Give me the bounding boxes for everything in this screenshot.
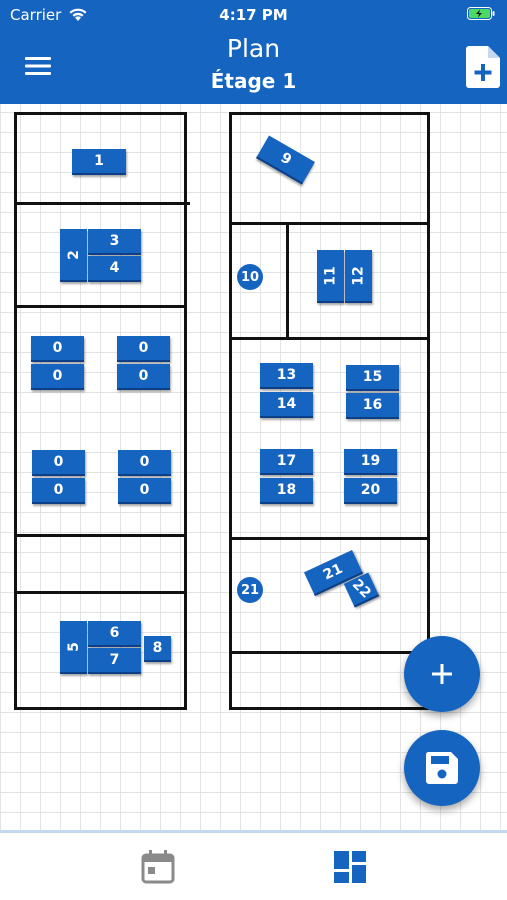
wall: [184, 112, 187, 710]
carrier-label: Carrier: [10, 6, 62, 24]
wall: [14, 202, 190, 205]
wall: [229, 222, 430, 225]
desk-16[interactable]: 16: [346, 393, 399, 419]
desk-label: 11: [322, 265, 339, 286]
desk-2[interactable]: 2: [60, 229, 87, 282]
wall: [14, 591, 187, 594]
desk-0[interactable]: 0: [118, 478, 171, 504]
desk-0[interactable]: 0: [32, 478, 85, 504]
desk-9[interactable]: 9: [256, 135, 315, 185]
save-button[interactable]: [404, 730, 480, 806]
desk-10[interactable]: 10: [237, 264, 263, 290]
desk-19[interactable]: 19: [344, 449, 397, 475]
desk-label: 22: [348, 576, 374, 602]
desk-6[interactable]: 6: [88, 621, 141, 647]
desk-0[interactable]: 0: [117, 336, 170, 362]
desk-17[interactable]: 17: [260, 449, 313, 475]
desk-4[interactable]: 4: [88, 256, 141, 282]
wall: [14, 112, 17, 710]
desk-15[interactable]: 15: [346, 365, 399, 391]
add-document-icon[interactable]: [466, 46, 500, 88]
desk-3[interactable]: 3: [88, 229, 141, 255]
desk-0[interactable]: 0: [118, 450, 171, 476]
wall: [14, 707, 187, 710]
wall: [14, 534, 187, 537]
calendar-icon[interactable]: [140, 849, 176, 885]
wall: [286, 222, 289, 339]
add-button[interactable]: [404, 636, 480, 712]
hamburger-icon[interactable]: [24, 54, 52, 78]
wall: [229, 707, 430, 710]
desk-8[interactable]: 8: [144, 636, 171, 662]
wifi-icon: [69, 8, 87, 21]
page-subtitle: Étage 1: [210, 69, 297, 93]
desk-20[interactable]: 20: [344, 478, 397, 504]
page-title: Plan: [226, 34, 281, 63]
status-bar: Carrier 4:17 PM: [0, 0, 507, 30]
plus-icon: [432, 664, 452, 684]
desk-18[interactable]: 18: [260, 478, 313, 504]
desk-11[interactable]: 11: [317, 250, 344, 303]
desk-5[interactable]: 5: [60, 621, 87, 674]
save-icon: [425, 752, 458, 784]
desk-1[interactable]: 1: [72, 149, 126, 175]
wall: [427, 112, 430, 710]
desk-0[interactable]: 0: [31, 336, 84, 362]
battery-charging-icon: [467, 7, 495, 20]
wall: [14, 305, 187, 308]
wall: [229, 537, 430, 540]
dashboard-icon[interactable]: [332, 849, 368, 885]
desk-0[interactable]: 0: [32, 450, 85, 476]
desk-label: 12: [350, 265, 367, 286]
desk-0[interactable]: 0: [117, 364, 170, 390]
app-bar: Carrier 4:17 PM Plan Étage 1: [0, 0, 507, 104]
desk-12[interactable]: 12: [345, 250, 372, 303]
wall: [229, 337, 430, 340]
desk-0[interactable]: 0: [31, 364, 84, 390]
floor-plan-canvas[interactable]: 1 2 3 4 0 0 0 0 0 0 0 0 5 6 7 8 9 10 11 …: [0, 104, 507, 830]
tab-bar: [0, 830, 507, 900]
desk-7[interactable]: 7: [88, 648, 141, 674]
wall: [229, 112, 232, 710]
wall: [229, 112, 430, 115]
wall: [14, 112, 187, 115]
desk-13[interactable]: 13: [260, 363, 313, 389]
desk-21-round[interactable]: 21: [237, 577, 263, 603]
desk-label: 5: [65, 641, 82, 652]
wall: [229, 651, 430, 654]
status-time: 4:17 PM: [219, 6, 288, 24]
desk-14[interactable]: 14: [260, 392, 313, 418]
desk-label: 2: [65, 249, 82, 260]
